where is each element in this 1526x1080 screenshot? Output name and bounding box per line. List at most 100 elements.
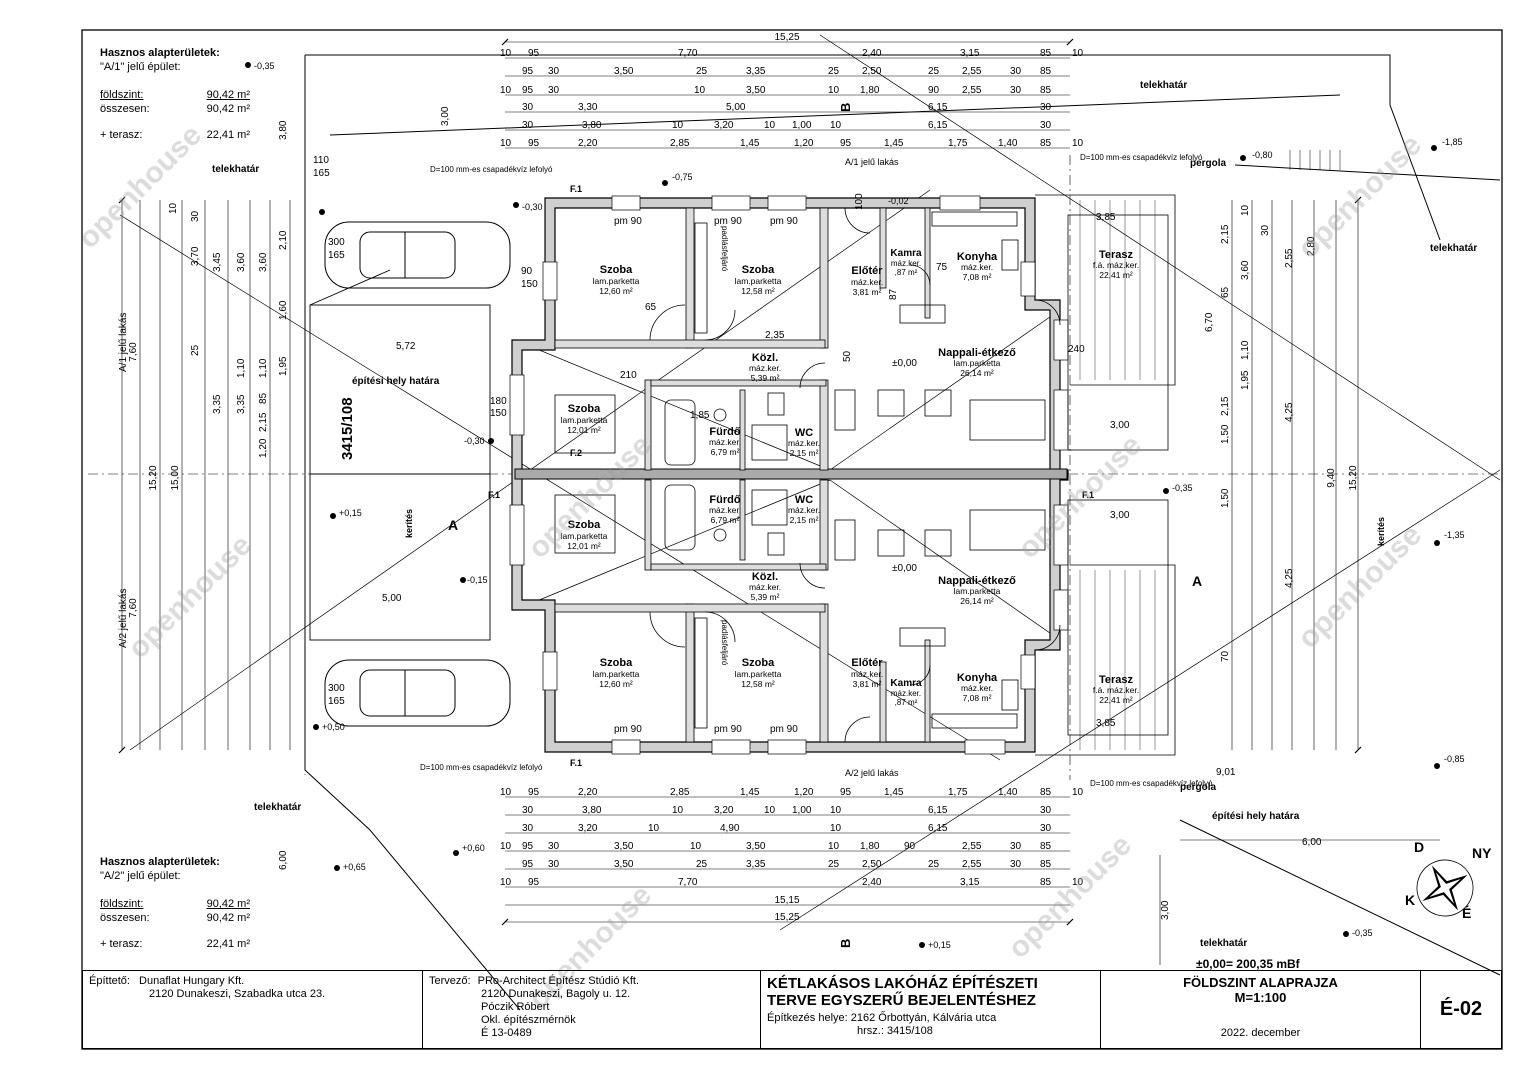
dim-misc: 110 [313, 155, 329, 166]
svg-text:WC: WC [795, 427, 813, 439]
svg-text:3,81 m²: 3,81 m² [853, 679, 882, 689]
svg-text:máz.ker.: máz.ker. [709, 505, 741, 515]
svg-text:22,41 m²: 22,41 m² [1099, 695, 1133, 705]
dim-misc: 1,85 [690, 410, 710, 421]
level-value: -0,35 [1352, 928, 1373, 938]
svg-text:85: 85 [1040, 877, 1052, 888]
svg-text:1,75: 1,75 [948, 787, 968, 798]
svg-text:10: 10 [694, 85, 706, 96]
dim-row-bottom-5: 95 30 3,50 25 3,35 25 2,50 25 2,55 30 85 [522, 859, 1052, 870]
svg-text:1,20: 1,20 [794, 787, 814, 798]
dim-sub-total-bottom: 15,15 [774, 895, 799, 906]
svg-text:1,50: 1,50 [1220, 424, 1231, 444]
area-building: "A/1" jelű épület: [100, 61, 181, 73]
dim-misc: 240 [1068, 344, 1085, 355]
svg-text:2,15: 2,15 [258, 412, 269, 432]
svg-text:máz.ker.: máz.ker. [851, 277, 883, 287]
svg-text:90: 90 [928, 85, 940, 96]
svg-text:25: 25 [928, 66, 940, 77]
kerites-label-1: kerítés [404, 509, 414, 538]
dim-terrace-depth-1: 3,00 [1110, 420, 1130, 431]
svg-text:1,60: 1,60 [278, 300, 289, 320]
dim-terrace-width-2: 3,85 [1096, 718, 1116, 729]
section-a-right: A [1192, 573, 1202, 589]
area-ground-value: 90,42 m² [206, 89, 250, 101]
svg-text:25: 25 [696, 859, 708, 870]
svg-text:30: 30 [1040, 823, 1052, 834]
dim-row-top-3: 10 95 30 10 3,50 10 1,80 90 2,55 30 85 [500, 85, 1052, 96]
svg-text:openhouse: openhouse [1002, 828, 1138, 964]
svg-text:12,58 m²: 12,58 m² [741, 286, 775, 296]
svg-text:openhouse: openhouse [1292, 518, 1428, 654]
svg-text:7,70: 7,70 [678, 48, 698, 59]
svg-text:máz.ker.: máz.ker. [749, 582, 781, 592]
svg-text:1,45: 1,45 [740, 787, 760, 798]
svg-text:6,15: 6,15 [928, 102, 948, 113]
svg-text:1,40: 1,40 [998, 787, 1018, 798]
svg-text:1,95: 1,95 [278, 356, 289, 376]
svg-text:Szoba: Szoba [568, 519, 601, 531]
svg-text:10: 10 [1240, 204, 1251, 216]
level-value: -0,35 [254, 61, 275, 71]
svg-text:6,15: 6,15 [928, 823, 948, 834]
area-ground-row: földszint:90,42 m² [100, 88, 250, 102]
svg-text:Előtér: Előtér [851, 265, 883, 277]
area-terrace-row: + terasz:22,41 m² [100, 128, 250, 142]
dim-depth: 3,00 [1160, 900, 1171, 920]
svg-text:Kamra: Kamra [890, 678, 922, 689]
pergola-label-2: pergola [1180, 782, 1217, 793]
svg-text:máz.ker.: máz.ker. [891, 689, 921, 698]
room-nappali-1: Nappali-étkező lam.parketta 26,14 m² [938, 347, 1016, 378]
dim-misc: 65 [645, 302, 657, 313]
svg-text:30: 30 [548, 66, 560, 77]
svg-text:95: 95 [522, 66, 534, 77]
svg-text:openhouse: openhouse [1012, 428, 1148, 564]
room-wc-2: WC máz.ker. 2,15 m² [788, 494, 820, 525]
svg-text:2,55: 2,55 [962, 66, 982, 77]
svg-text:1,95: 1,95 [1240, 370, 1251, 390]
room-kamra-2: Kamra máz.ker. ,87 m² [890, 678, 922, 707]
project-hrsz: hrsz.: 3415/108 [857, 1025, 933, 1037]
svg-text:1,20: 1,20 [794, 138, 814, 149]
svg-text:25: 25 [190, 344, 201, 356]
interior-walls [554, 207, 931, 743]
svg-text:pm 90: pm 90 [714, 216, 742, 227]
room-kozl-2: Közl. máz.ker. 5,39 m² [749, 571, 781, 602]
level-value: -0,85 [1444, 754, 1465, 764]
kerites-label-2: kerítés [1376, 517, 1386, 546]
lot-number: 3415/108 [339, 397, 356, 460]
svg-text:1,45: 1,45 [884, 787, 904, 798]
svg-text:30: 30 [548, 85, 560, 96]
svg-text:70: 70 [1220, 650, 1231, 662]
section-b-bottom: B [838, 939, 853, 948]
svg-text:Fürdő: Fürdő [709, 494, 740, 506]
svg-text:30: 30 [1040, 102, 1052, 113]
svg-text:1,50: 1,50 [1220, 488, 1231, 508]
svg-text:30: 30 [190, 210, 201, 222]
svg-text:Fürdő: Fürdő [709, 426, 740, 438]
level-value: +0,15 [928, 940, 951, 950]
ruler-scale [1289, 150, 1341, 170]
dim-row-top-4: 30 3,30 5,00 6,15 30 [522, 102, 1052, 113]
designer-address: 2120 Dunakeszi, Bagoly u. 12. [481, 988, 631, 1000]
room-szoba-4: Szoba lam.parketta 12,01 m² [561, 519, 608, 551]
svg-text:6,70: 6,70 [1204, 312, 1215, 332]
client-address: 2120 Dunakeszi, Szabadka utca 23. [149, 988, 326, 1000]
svg-text:3,35: 3,35 [746, 66, 766, 77]
svg-text:10: 10 [830, 805, 842, 816]
area-terrace-label: + terasz: [100, 129, 143, 141]
dim-terrace-depth-2: 3,00 [1110, 510, 1130, 521]
svg-text:30: 30 [1010, 66, 1022, 77]
dimension-lines [121, 41, 1440, 965]
svg-text:3,60: 3,60 [1240, 260, 1251, 280]
room-eloter-2: Előtér máz.ker. 3,81 m² [851, 657, 883, 689]
dim-left-column: 3,70 3,45 3,60 3,60 2,10 1,60 1,95 3,35 … [168, 202, 289, 458]
svg-text:7,08 m²: 7,08 m² [963, 272, 992, 282]
dim-right-column: 2,15 3,60 1,95 1,10 1,50 6,70 4,25 4,25 … [1204, 204, 1317, 662]
svg-text:3,30: 3,30 [578, 102, 598, 113]
svg-text:3,35: 3,35 [746, 859, 766, 870]
area-ground-value: 90,42 m² [206, 898, 250, 910]
svg-text:pm 90: pm 90 [714, 724, 742, 735]
pergola-slats [1079, 200, 1156, 750]
svg-text:30: 30 [1010, 85, 1022, 96]
